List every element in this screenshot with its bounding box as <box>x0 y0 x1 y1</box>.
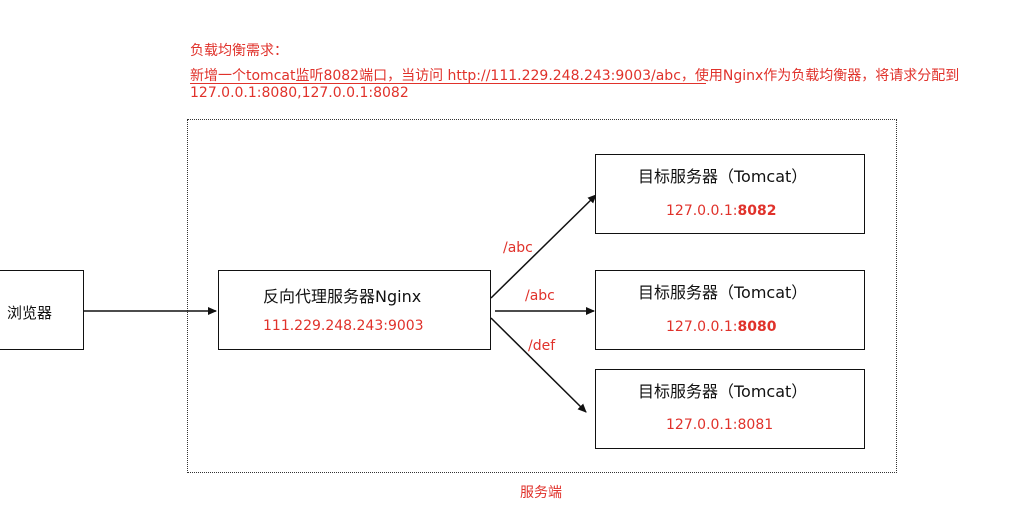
arrow-proxy-to-target-1 <box>490 194 597 299</box>
requirement-title: 负载均衡需求： <box>190 43 288 59</box>
target-port: 8082 <box>737 203 777 219</box>
browser-node: 浏览器 <box>0 270 84 350</box>
arrow-proxy-to-target-3 <box>490 317 587 413</box>
server-region-label: 服务端 <box>520 485 562 501</box>
requirement-underline <box>190 83 706 84</box>
target-title: 目标服务器（Tomcat） <box>638 382 808 401</box>
target-title: 目标服务器（Tomcat） <box>638 283 808 302</box>
target-node-3: 目标服务器（Tomcat） 127.0.0.1:8081 <box>595 369 865 449</box>
target-address: 127.0.0.1:8081 <box>666 417 773 433</box>
requirement-line-1: 新增一个tomcat监听8082端口，当访问 http://111.229.24… <box>190 68 960 84</box>
proxy-address: 111.229.248.243:9003 <box>263 318 424 334</box>
target-node-2: 目标服务器（Tomcat） 127.0.0.1:8080 <box>595 270 865 350</box>
server-region <box>187 119 897 473</box>
target-address-prefix: 127.0.0.1: <box>666 203 738 219</box>
route-label-2: /abc <box>525 288 555 304</box>
target-address: 127.0.0.1:8082 <box>666 203 776 219</box>
target-address-prefix: 127.0.0.1: <box>666 417 738 433</box>
target-address: 127.0.0.1:8080 <box>666 319 776 335</box>
proxy-node: 反向代理服务器Nginx 111.229.248.243:9003 <box>218 270 491 350</box>
target-address-prefix: 127.0.0.1: <box>666 319 738 335</box>
proxy-title: 反向代理服务器Nginx <box>263 287 422 306</box>
target-port: 8080 <box>737 319 777 335</box>
browser-label: 浏览器 <box>7 304 53 322</box>
target-port: 8081 <box>737 417 774 433</box>
requirement-line-2: 127.0.0.1:8080,127.0.0.1:8082 <box>190 85 409 101</box>
target-node-1: 目标服务器（Tomcat） 127.0.0.1:8082 <box>595 154 865 234</box>
target-title: 目标服务器（Tomcat） <box>638 167 808 186</box>
route-label-1: /abc <box>503 240 533 256</box>
route-label-3: /def <box>528 338 556 354</box>
